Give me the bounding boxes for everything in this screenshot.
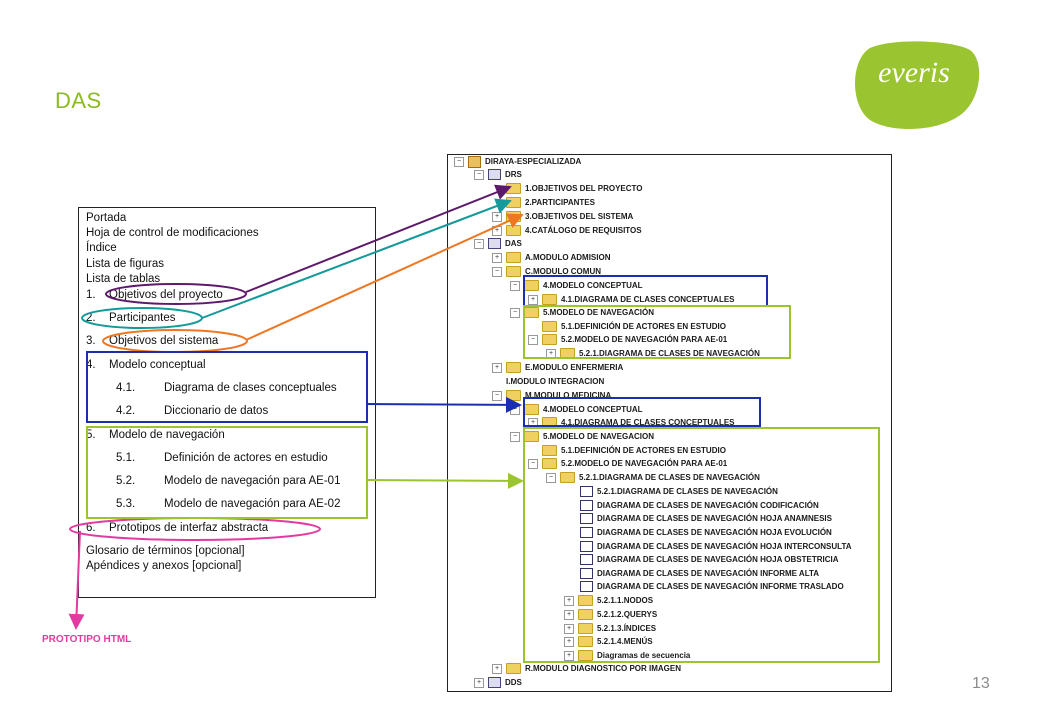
tree-node[interactable]: 2.PARTICIPANTES [506,197,595,209]
toc-item: 2.Participantes [86,312,176,324]
tree-node[interactable]: −5.2.MODELO DE NAVEGACIÓN PARA AE-01 [528,334,727,346]
prototype-label: PROTOTIPO HTML [42,634,132,645]
tree-node[interactable]: −DIRAYA-ESPECIALIZADA [454,156,581,168]
tree-node[interactable]: +A.MODULO ADMISION [492,252,610,264]
tree-node[interactable]: 5.2.1.DIAGRAMA DE CLASES DE NAVEGACIÓN [580,486,778,498]
everis-logo: everis [852,40,982,132]
toc-item: 1.Objetivos del proyecto [86,289,223,301]
tree-node[interactable]: +4.1.DIAGRAMA DE CLASES CONCEPTUALES [528,417,735,429]
tree-node[interactable]: −4.MODELO CONCEPTUAL [510,404,643,416]
tree-node[interactable]: +5.2.1.4.MENÚS [564,636,653,648]
page-number: 13 [972,675,990,692]
toc-hoja: Hoja de control de modificaciones [86,227,259,239]
tree-view: −DIRAYA-ESPECIALIZADA −DRS 1.OBJETIVOS D… [447,154,892,692]
toc-item: 4.Modelo conceptual [86,359,206,371]
tree-node[interactable]: +5.2.1.3.ÍNDICES [564,623,656,635]
tree-node[interactable]: +3.OBJETIVOS DEL SISTEMA [492,211,633,223]
toc-box: Portada Hoja de control de modificacione… [78,207,376,598]
tree-node[interactable]: −5.2.MODELO DE NAVEGACIÓN PARA AE-01 [528,458,727,470]
tree-node[interactable]: −5.MODELO DE NAVEGACION [510,431,654,443]
tree-node[interactable]: −5.2.1.DIAGRAMA DE CLASES DE NAVEGACIÓN [546,472,760,484]
tree-node[interactable]: +5.2.1.1.NODOS [564,595,653,607]
tree-node[interactable]: DIAGRAMA DE CLASES DE NAVEGACIÓN HOJA EV… [580,527,832,539]
toc-portada: Portada [86,212,127,224]
tree-node[interactable]: +4.1.DIAGRAMA DE CLASES CONCEPTUALES [528,294,735,306]
tree-node[interactable]: −5.MODELO DE NAVEGACIÓN [510,307,654,319]
tree-node[interactable]: +4.CATÁLOGO DE REQUISITOS [492,225,642,237]
tree-node[interactable]: DIAGRAMA DE CLASES DE NAVEGACIÓN CODIFIC… [580,500,819,512]
toc-tablas: Lista de tablas [86,273,161,285]
toc-apendices: Apéndices y anexos [opcional] [86,560,242,572]
tree-node[interactable]: 5.1.DEFINICIÓN DE ACTORES EN ESTUDIO [542,445,726,457]
toc-item: 5.Modelo de navegación [86,429,225,441]
tree-node[interactable]: +5.2.1.DIAGRAMA DE CLASES DE NAVEGACIÓN [546,348,760,360]
tree-node[interactable]: +5.2.1.2.QUERYS [564,609,657,621]
page-title: DAS [55,88,102,113]
tree-node[interactable]: +E.MODULO ENFERMERIA [492,362,623,374]
tree-node[interactable]: +Diagramas de secuencia [564,650,690,662]
tree-node[interactable]: DIAGRAMA DE CLASES DE NAVEGACIÓN INFORME… [580,581,844,593]
tree-node[interactable]: +R.MODULO DIAGNOSTICO POR IMAGEN [492,663,681,675]
tree-node[interactable]: −M.MODULO MEDICINA [492,390,611,402]
tree-node[interactable]: DIAGRAMA DE CLASES DE NAVEGACIÓN INFORME… [580,568,819,580]
toc-indice: Índice [86,242,117,254]
tree-node[interactable]: 5.1.DEFINICIÓN DE ACTORES EN ESTUDIO [542,321,726,333]
tree-node[interactable]: I.MODULO INTEGRACION [506,377,605,386]
tree-node[interactable]: −DAS [474,238,522,250]
tree-node[interactable]: −DRS [474,169,522,181]
toc-glosario: Glosario de términos [opcional] [86,545,245,557]
svg-text:everis: everis [878,56,950,89]
toc-item: 3.Objetivos del sistema [86,335,219,347]
toc-item: 6.Prototipos de interfaz abstracta [86,522,269,534]
tree-node[interactable]: DIAGRAMA DE CLASES DE NAVEGACIÓN HOJA AN… [580,513,832,525]
tree-node[interactable]: −4.MODELO CONCEPTUAL [510,280,643,292]
tree-node[interactable]: DIAGRAMA DE CLASES DE NAVEGACIÓN HOJA OB… [580,554,839,566]
tree-node[interactable]: 1.OBJETIVOS DEL PROYECTO [506,183,643,195]
toc-figuras: Lista de figuras [86,258,164,270]
tree-node[interactable]: DIAGRAMA DE CLASES DE NAVEGACIÓN HOJA IN… [580,541,852,553]
tree-node[interactable]: −C.MODULO COMUN [492,266,601,278]
tree-node[interactable]: +DDS [474,677,522,689]
